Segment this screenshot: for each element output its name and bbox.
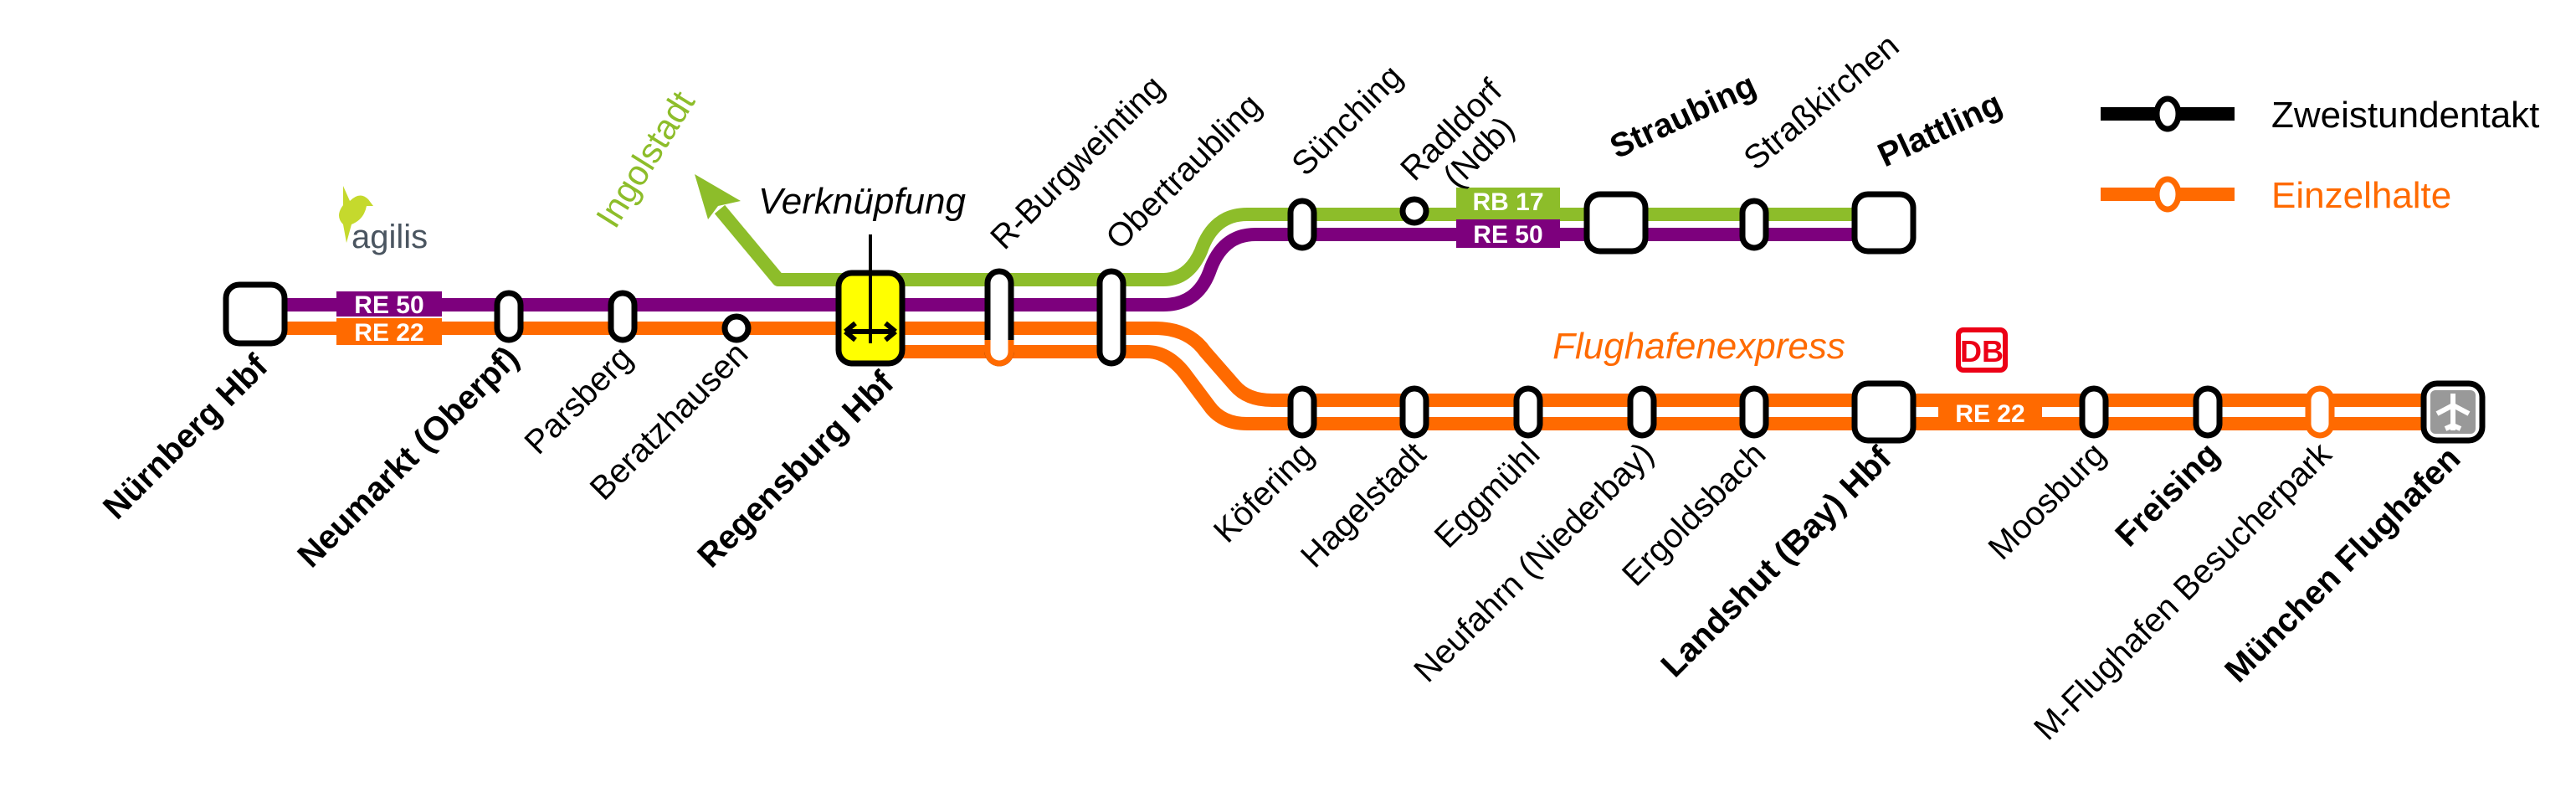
- badge-re22-main: RE 22: [336, 318, 442, 347]
- label-regensburg: Regensburg Hbf: [690, 364, 901, 575]
- station-neumarkt[interactable]: [494, 290, 524, 343]
- label-plattling: Plattling: [1872, 85, 2008, 175]
- station-strasskirchen[interactable]: [1739, 198, 1769, 251]
- line-re50: [255, 228, 1883, 311]
- svg-text:agilis: agilis: [352, 219, 428, 255]
- badge-label: RE 50: [1473, 221, 1542, 249]
- station-freising[interactable]: [2193, 385, 2223, 439]
- label-suenching: Sünching: [1285, 58, 1409, 183]
- station-obertraubling[interactable]: [1096, 268, 1126, 367]
- station-eggmuehl[interactable]: [1513, 385, 1543, 439]
- link-double-arrow-icon: [844, 321, 897, 342]
- badge-re22-branch: RE 22: [1938, 400, 2042, 428]
- link-label: Verknüpfung: [758, 181, 966, 222]
- svg-text:DB: DB: [1960, 334, 2004, 368]
- station-ergoldsbach[interactable]: [1739, 385, 1769, 439]
- station-straubing[interactable]: [1583, 191, 1649, 255]
- label-neumarkt: Neumarkt (Oberpf): [290, 339, 526, 574]
- station-besucherpark[interactable]: [2305, 385, 2335, 439]
- line-rb17: [714, 204, 1883, 286]
- label-muenchen-flughafen: München Flughafen: [2218, 440, 2467, 689]
- badge-label: RE 50: [354, 291, 423, 319]
- station-parsberg[interactable]: [608, 290, 638, 343]
- label-moosburg: Moosburg: [1981, 435, 2112, 567]
- station-landshut[interactable]: [1851, 380, 1917, 444]
- ingolstadt-arrow-icon: [695, 174, 741, 219]
- station-moosburg[interactable]: [2079, 385, 2109, 439]
- label-eggmuehl: Eggmühl: [1428, 435, 1547, 555]
- badge-re50-main: RE 50: [336, 291, 442, 319]
- label-nuernberg: Nürnberg Hbf: [96, 348, 275, 527]
- branch-ingolstadt: Ingolstadt: [588, 84, 703, 234]
- station-plattling[interactable]: [1851, 191, 1917, 255]
- line-re22-b: [870, 345, 2452, 430]
- badge-label: RE 22: [354, 319, 423, 347]
- flughafenexpress-label: Flughafenexpress: [1552, 326, 1845, 367]
- label-freising: Freising: [2108, 435, 2226, 553]
- legend-two-hour: Zweistundentakt: [2271, 95, 2539, 136]
- bird-icon: [339, 186, 373, 243]
- station-suenching[interactable]: [1287, 198, 1317, 251]
- station-nuernberg[interactable]: [223, 281, 288, 347]
- station-beratzhausen[interactable]: [721, 313, 752, 343]
- station-koefering[interactable]: [1287, 385, 1317, 439]
- db-logo: DB: [1956, 327, 2008, 373]
- badge-label: RB 17: [1472, 188, 1543, 216]
- station-hagelstadt[interactable]: [1399, 385, 1429, 439]
- agilis-logo: agilis: [339, 186, 428, 255]
- line-re22-a: [255, 322, 2452, 407]
- badge-rb17: RB 17: [1456, 188, 1560, 216]
- label-koefering: Köfering: [1207, 435, 1321, 549]
- label-landshut: Landshut (Bay) Hbf: [1654, 440, 1898, 684]
- station-neufahrn[interactable]: [1627, 385, 1657, 439]
- station-radldorf[interactable]: [1399, 196, 1429, 226]
- legend-single-stops: Einzelhalte: [2271, 175, 2451, 216]
- badge-re50-branch: RE 50: [1456, 219, 1560, 249]
- burgweinting-single-stop-marker: [984, 340, 1014, 367]
- legend: Zweistundentakt Einzelhalte: [2101, 95, 2539, 216]
- badge-label: RE 22: [1955, 400, 2024, 428]
